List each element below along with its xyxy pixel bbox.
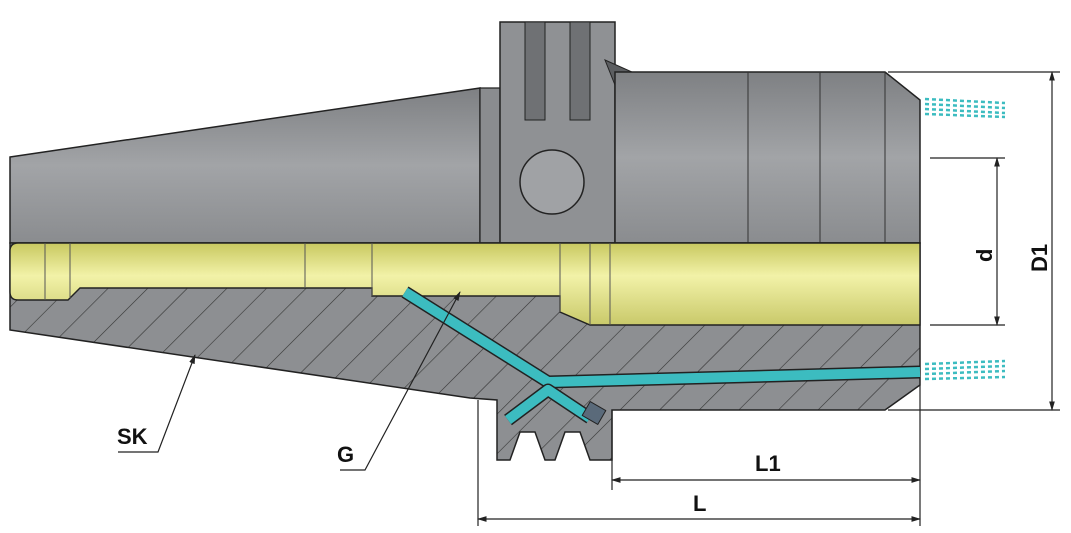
label-g: G	[337, 442, 354, 467]
drive-slot-hole	[519, 149, 585, 215]
coolant-spray	[924, 97, 1006, 381]
holder-body-upper	[9, 21, 921, 244]
label-sk: SK	[117, 424, 148, 449]
label-d1: D1	[1027, 244, 1052, 272]
label-l1: L1	[755, 451, 781, 476]
label-d: d	[972, 249, 997, 262]
bore	[9, 242, 921, 326]
coolant-channel	[401, 286, 921, 426]
label-l: L	[693, 491, 706, 516]
plug-screw	[581, 401, 607, 425]
dimension-lines	[118, 71, 1060, 526]
